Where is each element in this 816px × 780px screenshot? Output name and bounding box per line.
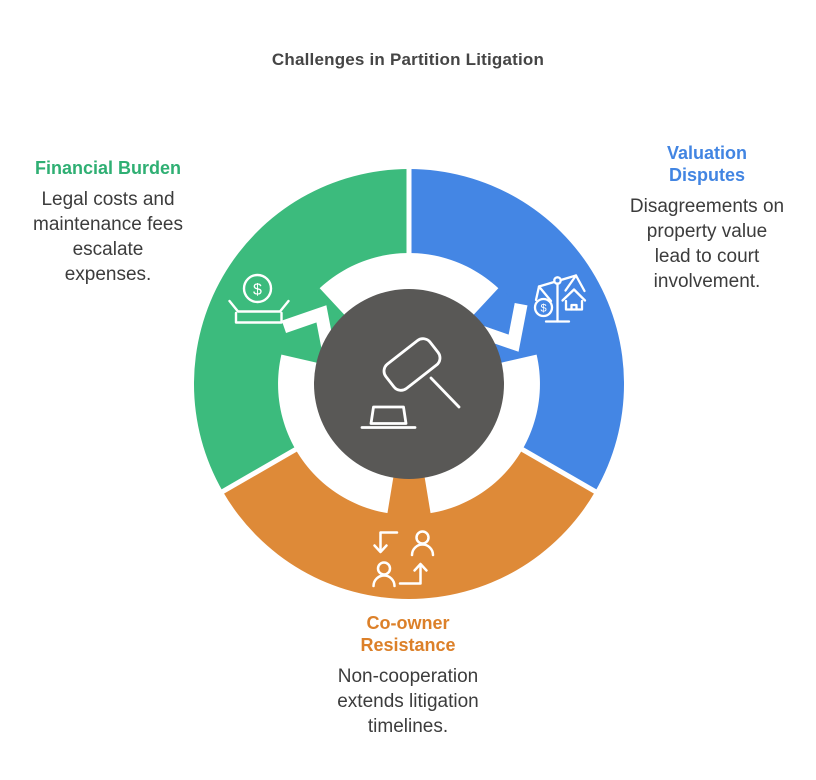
divider-lower-right: [516, 444, 600, 496]
gavel-icon: [360, 337, 461, 429]
segment-financial-burden-tab: [279, 286, 348, 364]
segment-dividers: [218, 162, 600, 496]
coin-dollar-sign: $: [253, 282, 262, 299]
segment-description-valuation-disputes: Disagreements on property value lead to …: [629, 196, 785, 292]
divider-lower-left: [218, 444, 302, 496]
segment-valuation-disputes: [409, 169, 625, 492]
gavel-block: [369, 405, 408, 425]
house-roof: [561, 288, 587, 302]
coin-circle: [242, 273, 273, 304]
segment-heading-co-owner-resistance: Co-owner Resistance: [360, 613, 456, 655]
house-door: [570, 303, 578, 311]
segment-co-owner-resistance-tab: [387, 472, 431, 518]
gavel-handle: [429, 376, 461, 409]
arrow-down-head: [373, 544, 388, 554]
scale-money-pan: [533, 297, 554, 318]
arrow-up-shaft: [398, 564, 422, 585]
people-exchange-icon: [372, 530, 435, 588]
scale-left-strings: [534, 285, 553, 303]
scale-right-strings: [564, 274, 586, 293]
label-block-valuation-disputes: Valuation Disputes Disagreements on prop…: [612, 142, 802, 294]
segment-co-owner-resistance-ring: [222, 449, 596, 600]
segment-description-co-owner-resistance: Non-cooperation extends litigation timel…: [337, 666, 479, 737]
house-body: [564, 299, 584, 311]
arrow-up-head: [413, 562, 428, 572]
segment-heading-financial-burden: Financial Burden: [34, 158, 182, 178]
segment-valuation-disputes-ring: [409, 169, 625, 492]
segment-co-owner-resistance: [222, 449, 596, 600]
label-block-financial-burden: Financial Burden Legal costs and mainten…: [18, 157, 198, 287]
segment-financial-burden: [193, 168, 409, 492]
segment-description-financial-burden: Legal costs and maintenance fees escalat…: [33, 189, 183, 285]
center-hub: [314, 289, 504, 479]
gavel-head: [382, 337, 442, 392]
box-body: [234, 311, 283, 324]
box-slot: [228, 299, 290, 313]
label-block-co-owner-resistance: Co-owner Resistance Non-cooperation exte…: [315, 612, 501, 739]
donation-box-icon: $: [228, 273, 290, 324]
segment-financial-burden-ring: [193, 168, 409, 492]
scale-dollar-sign: $: [540, 303, 546, 315]
segment-heading-valuation-disputes: Valuation Disputes: [666, 143, 747, 185]
arrow-down-shaft: [379, 531, 399, 551]
person-top-shoulders: [410, 543, 435, 557]
diagram-title: Challenges in Partition Litigation: [271, 50, 545, 69]
segment-valuation-disputes-tab: [470, 286, 539, 364]
balance-scale-icon: $: [533, 274, 587, 323]
person-bottom-shoulders: [372, 574, 396, 588]
